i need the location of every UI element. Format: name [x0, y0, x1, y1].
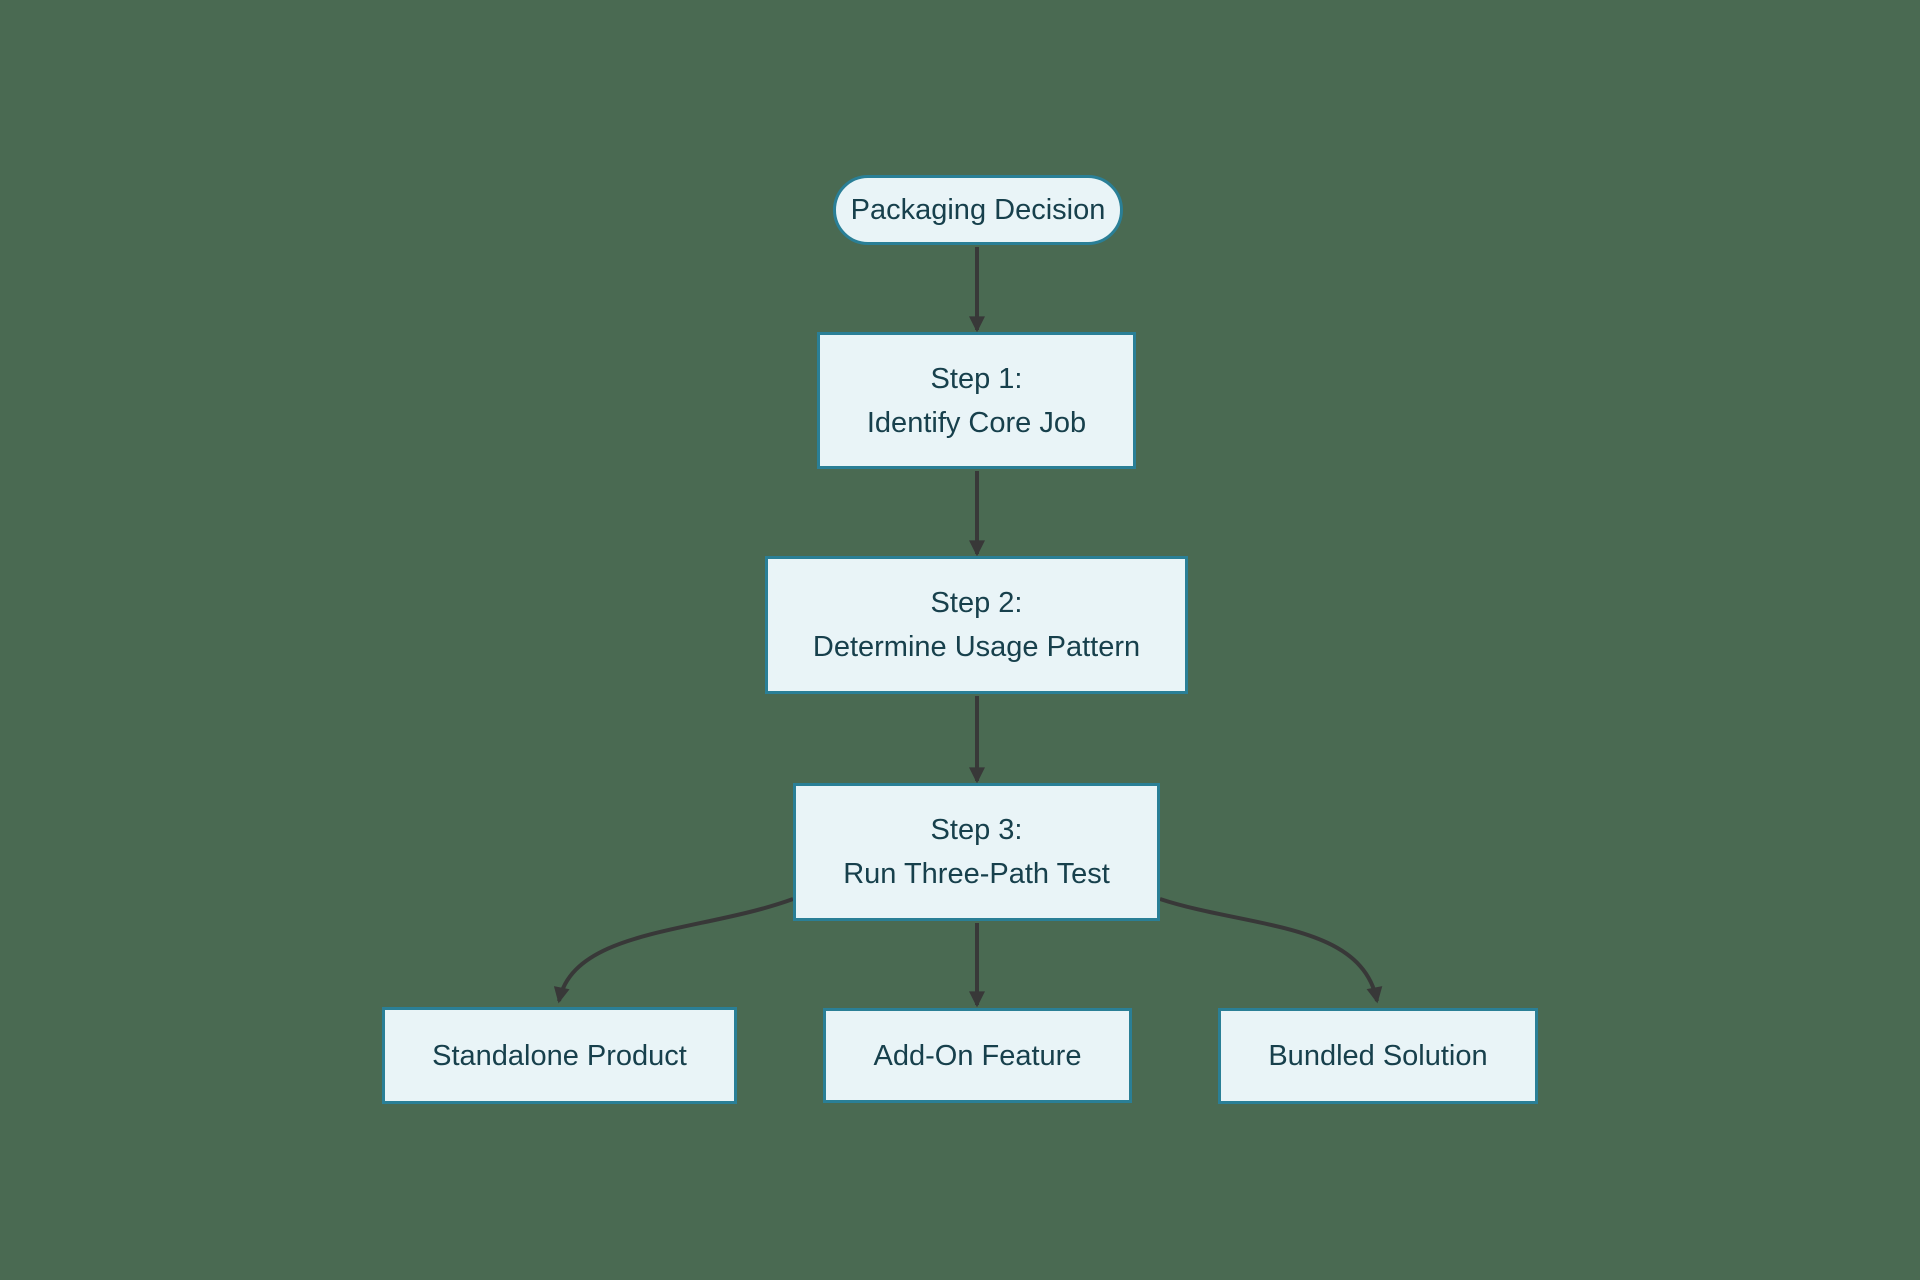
node-add-on-feature: Add-On Feature	[823, 1008, 1132, 1103]
node-standalone-product: Standalone Product	[382, 1007, 737, 1104]
edge-step3-out3	[1159, 897, 1383, 1004]
node-label: Standalone Product	[432, 1039, 687, 1072]
node-label-line2: Identify Core Job	[866, 406, 1087, 439]
node-step-1-identify-core-job: Step 1: Identify Core Job	[817, 332, 1136, 469]
node-step-2-determine-usage-pattern: Step 2: Determine Usage Pattern	[765, 556, 1188, 694]
edge-step3-out1	[553, 897, 794, 1004]
node-packaging-decision: Packaging Decision	[833, 175, 1123, 245]
node-label-line2: Run Three-Path Test	[843, 858, 1110, 890]
node-label-line1: Step 3:	[930, 814, 1023, 846]
node-label-line1: Step 1:	[930, 362, 1023, 395]
node-label-line1: Step 2:	[930, 587, 1023, 619]
node-label: Packaging Decision	[850, 194, 1106, 226]
node-bundled-solution: Bundled Solution	[1218, 1008, 1538, 1104]
node-label-line2: Determine Usage Pattern	[812, 631, 1141, 663]
node-step-3-run-three-path-test: Step 3: Run Three-Path Test	[793, 783, 1160, 921]
node-label: Add-On Feature	[873, 1039, 1082, 1072]
node-label: Bundled Solution	[1268, 1040, 1488, 1072]
